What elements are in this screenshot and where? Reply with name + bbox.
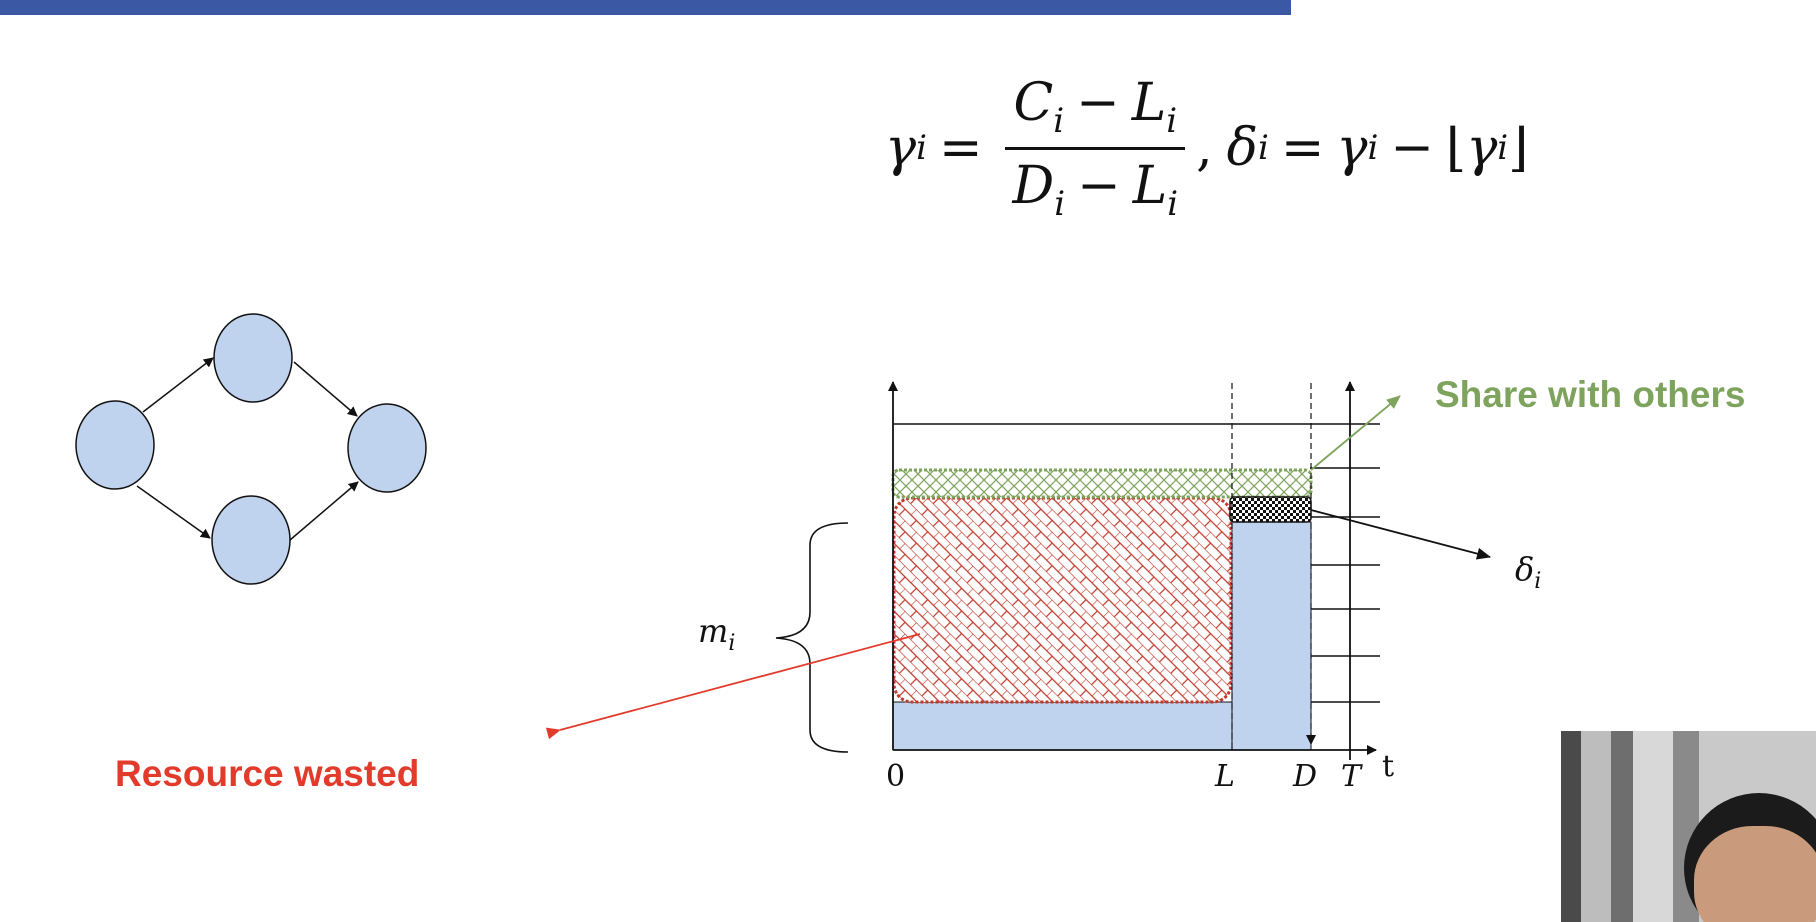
dag-node-bottom xyxy=(211,495,291,585)
tick-d: D xyxy=(1292,759,1317,794)
resource-chart: mi δi 0 L D T t xyxy=(545,381,1541,794)
fraction-denominator: Di−Li xyxy=(1012,155,1179,224)
tick-t: T xyxy=(1341,759,1363,794)
dag-node-top xyxy=(213,313,293,403)
dag-node-sink xyxy=(347,403,427,493)
dag-edge xyxy=(142,357,214,413)
title-accent-bar xyxy=(0,0,1291,15)
used-block-bottom xyxy=(892,701,1234,751)
m-label: mi xyxy=(698,612,735,656)
webcam-overlay xyxy=(1561,731,1816,922)
delta-arrow xyxy=(1310,509,1491,560)
dag-edge xyxy=(293,361,358,417)
dag-node-source xyxy=(75,400,155,490)
tick-zero: 0 xyxy=(886,759,905,794)
used-block-right xyxy=(1231,521,1312,751)
delta-label: δi xyxy=(1515,550,1541,594)
resource-wasted-label: Resource wasted xyxy=(115,753,420,794)
dag-edge xyxy=(136,485,211,539)
person-face xyxy=(1694,826,1816,922)
shared-region xyxy=(891,468,1313,499)
axis-label-t: t xyxy=(1382,749,1394,784)
m-brace xyxy=(775,522,849,753)
wasted-region xyxy=(892,496,1233,704)
tick-l: L xyxy=(1214,759,1235,794)
wasted-arrow xyxy=(545,633,921,740)
processor-lines xyxy=(893,423,1380,703)
delta-region xyxy=(1229,496,1312,523)
fraction-numerator: Ci−Li xyxy=(1005,73,1186,150)
gamma-fraction: Ci−Li Di−Li xyxy=(1005,73,1187,224)
share-arrow xyxy=(1310,395,1401,471)
share-with-others-label: Share with others xyxy=(1435,374,1746,415)
dag-edge xyxy=(289,481,359,541)
dag-graph xyxy=(75,313,427,585)
